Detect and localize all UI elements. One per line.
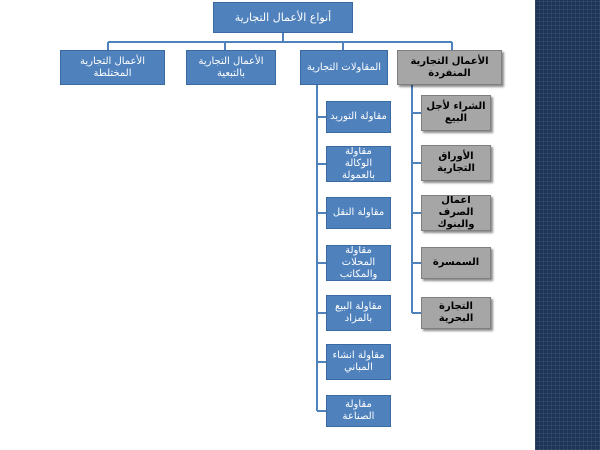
individual-item: السمسرة <box>421 247 491 279</box>
category-individual-box: الأعمال التجارية المنفردة <box>397 50 502 85</box>
contract-item: مقاولة النقل <box>326 197 391 229</box>
category-mixed-box: الأعمال التجارية المختلطة <box>60 50 165 85</box>
individual-item: الأوراق التجارية <box>421 145 491 181</box>
individual-item: أعمال الصرف والبنوك <box>421 195 491 231</box>
decorative-side-panel <box>535 0 600 450</box>
contract-item: مقاولة البيع بالمزاد <box>326 295 391 331</box>
contract-item: مقاولة انشاء المباني <box>326 344 391 380</box>
contract-item: مقاولة التوريد <box>326 101 391 133</box>
individual-item: التجارة البحرية <box>421 297 491 329</box>
contract-item: مقاولة الصناعة <box>326 395 391 427</box>
individual-item: الشراء لأجل البيع <box>421 95 491 131</box>
contract-item: مقاولة الوكالة بالعمولة <box>326 146 391 182</box>
category-contracts-box: المقاولات التجارية <box>300 50 388 85</box>
root-title-box: أنواع الأعمال التجارية <box>213 2 353 33</box>
contract-item: مقاولة المحلات والمكاتب <box>326 245 391 281</box>
category-subsidiary-box: الأعمال التجارية بالتبعية <box>186 50 276 85</box>
